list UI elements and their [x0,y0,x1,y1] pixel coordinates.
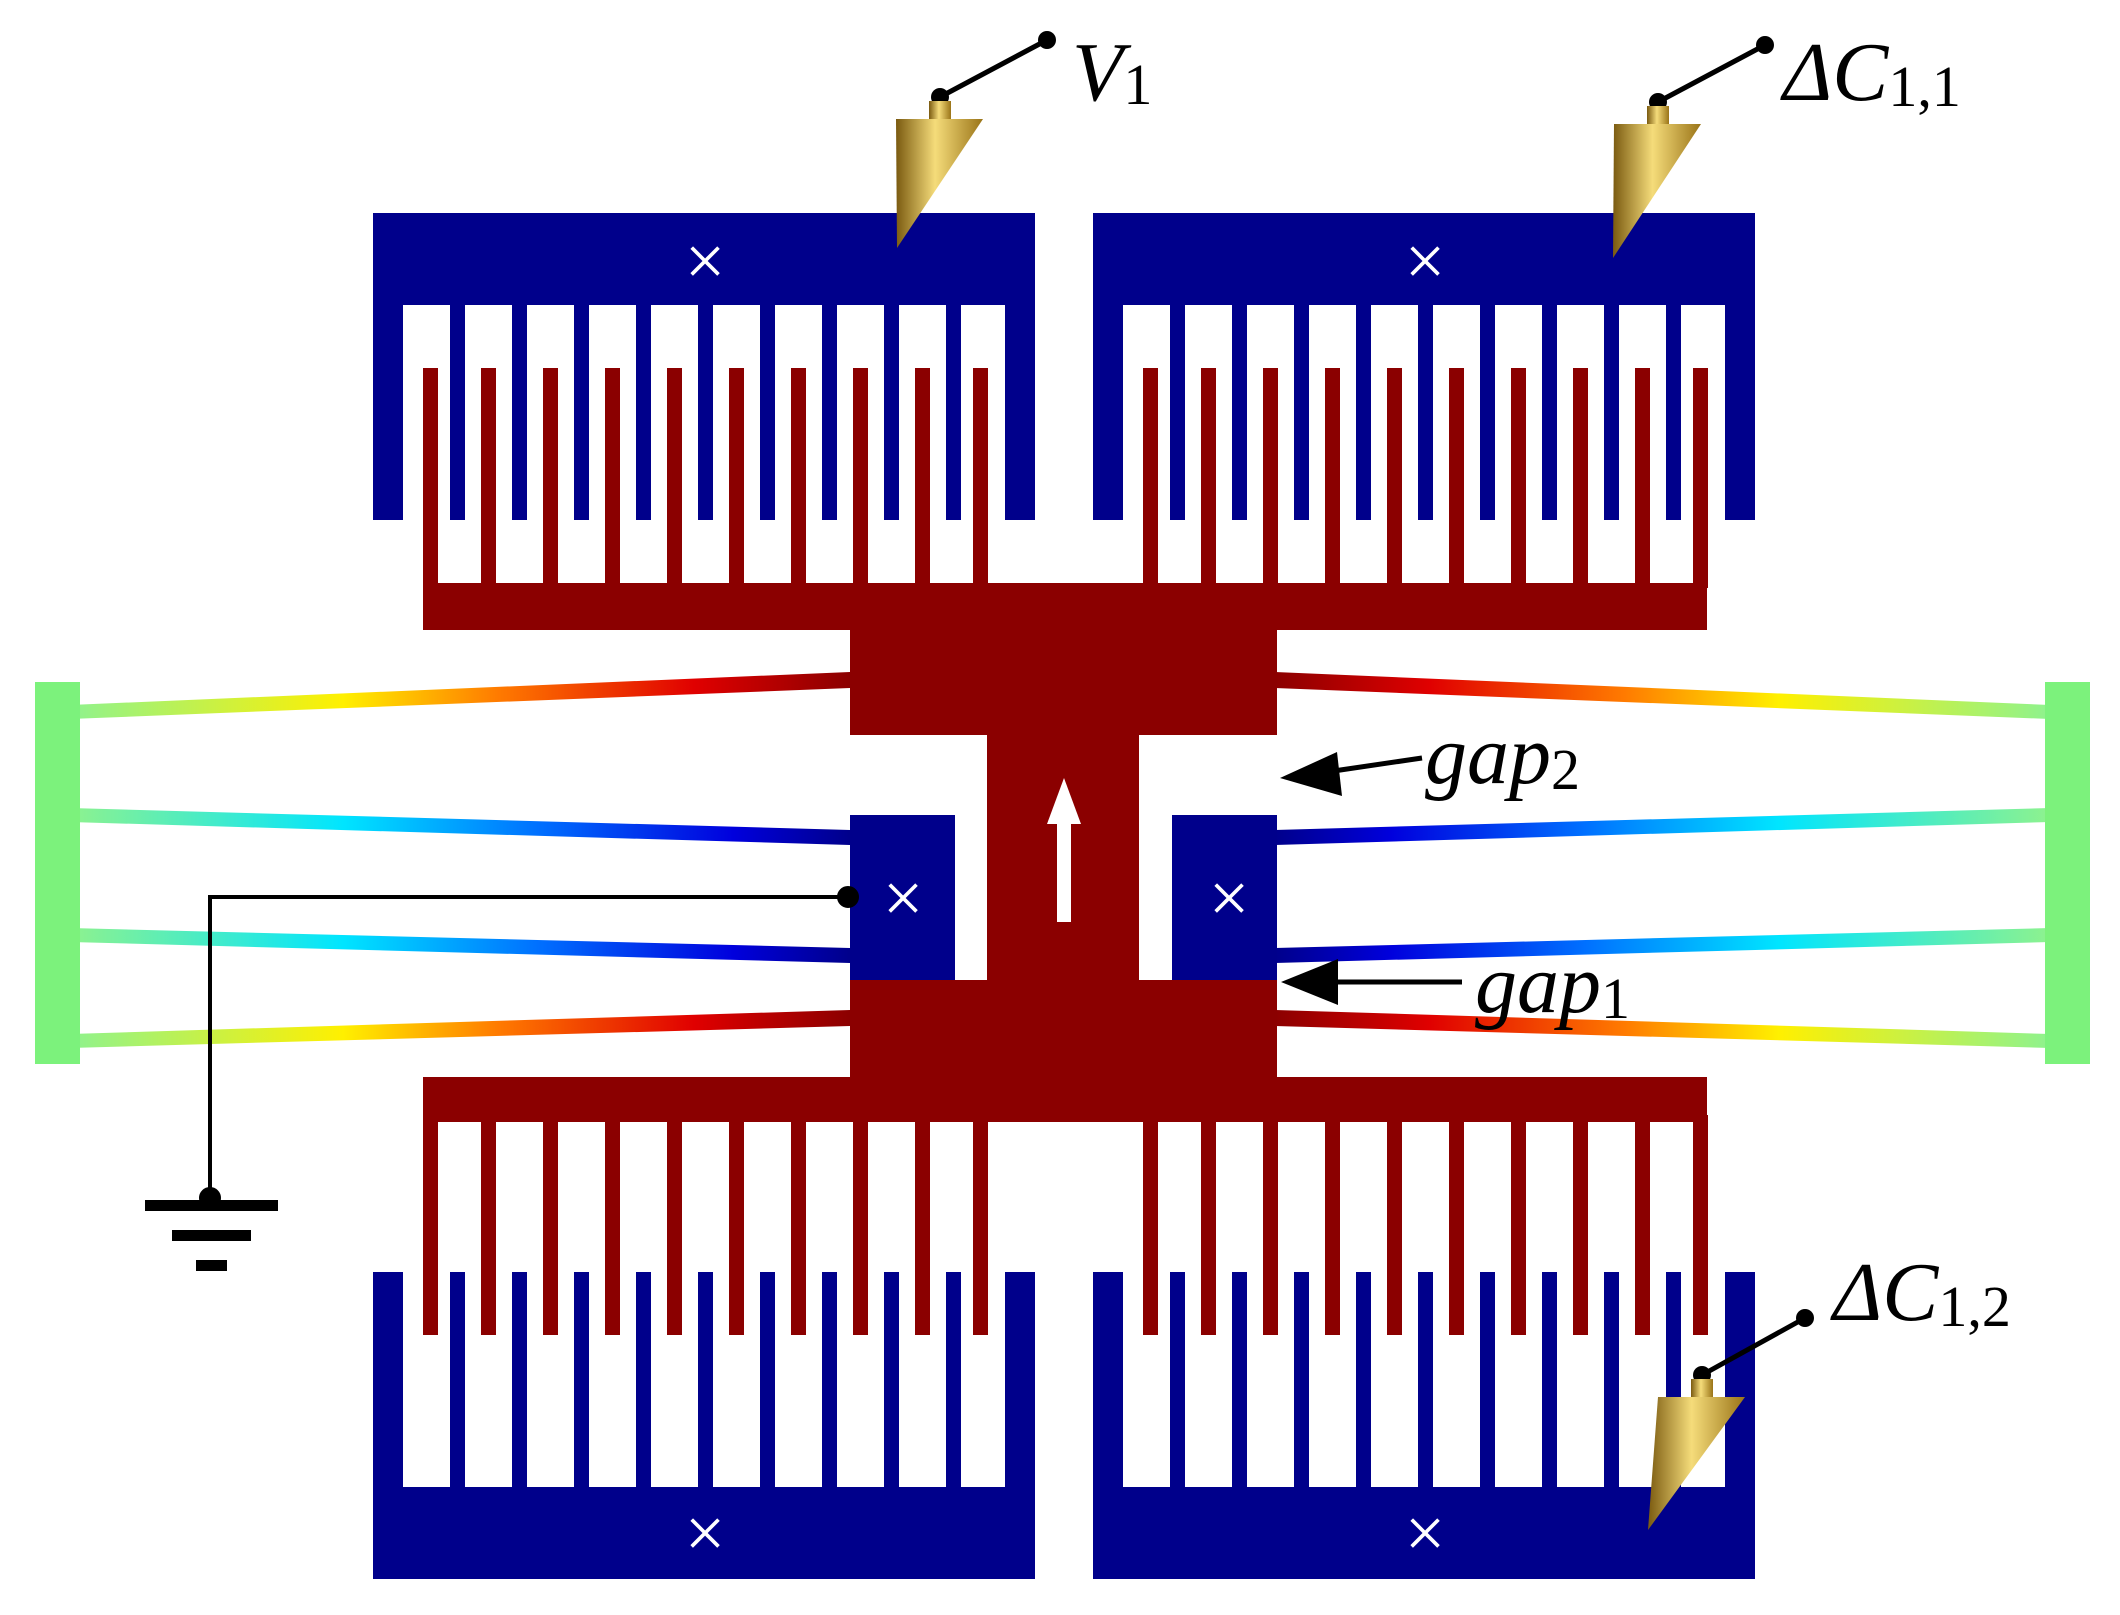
spring-right-4 [1275,1010,2050,1048]
gap2-arrow-icon [1280,752,1423,796]
spring-left-3 [70,928,850,963]
anchor-mark-top-right: × [1405,221,1446,301]
fixed-block-right [1172,815,1277,980]
anchor-marks: × × × × × × [685,221,1446,1573]
anchor-bar-left [35,682,80,1064]
label-dc12: ΔC1,2 [1830,1246,2011,1339]
spring-left-4 [70,1010,850,1048]
label-v1: V1 [1072,26,1152,119]
spring-right-3 [1275,928,2050,963]
label-gap1: gap1 [1475,938,1630,1031]
fixed-comb-bottom-left [373,1272,1035,1579]
spring-left-1 [70,672,850,719]
anchor-mark-bottom-right: × [1405,1493,1446,1573]
ground-connection [199,886,859,1209]
ground-icon [145,1200,278,1271]
anchor-mark-bottom-left: × [685,1493,726,1573]
motion-arrow-icon [1047,778,1081,922]
anchor-mark-mid-right: × [1209,858,1250,938]
moving-mass [423,368,1708,1335]
label-dc11: ΔC1,1 [1780,26,1961,119]
fixed-comb-top-right [1093,213,1755,520]
probe-v1 [896,31,1056,248]
anchor-mark-top-left: × [685,221,726,301]
fixed-comb-bottom-right [1093,1272,1755,1579]
spring-right-2 [1275,808,2050,845]
probe-dc11 [1613,36,1774,258]
probe-dc12 [1648,1309,1814,1530]
fixed-comb-top-left [373,213,1035,520]
anchor-bar-right [2045,682,2090,1064]
label-gap2: gap2 [1425,709,1580,802]
gap1-arrow-icon [1281,959,1462,1005]
fixed-block-left [850,815,955,980]
springs [70,672,2050,1048]
spring-left-2 [70,808,850,845]
anchor-mark-mid-left: × [883,858,924,938]
spring-right-1 [1275,672,2050,719]
